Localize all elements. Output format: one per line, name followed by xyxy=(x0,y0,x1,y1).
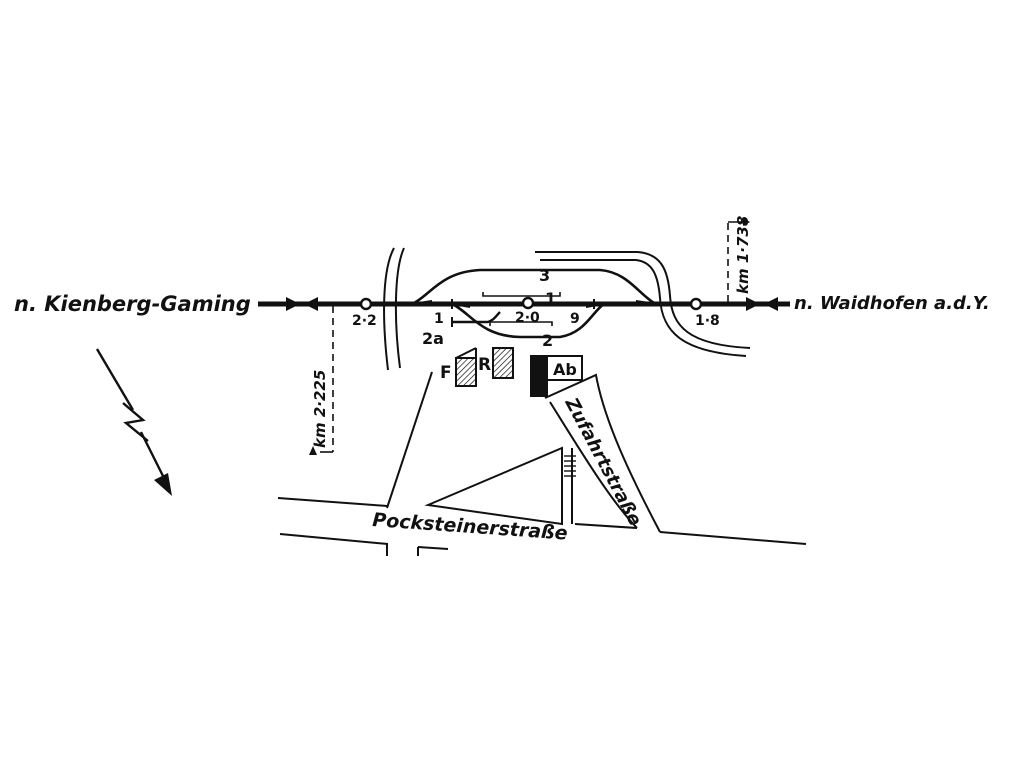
track-1-label: 1 xyxy=(545,289,556,308)
km-marker-east-line xyxy=(727,218,750,302)
road-main xyxy=(277,497,807,556)
road-access-east xyxy=(544,373,661,533)
building-freight-shed xyxy=(455,357,477,387)
main-line-west-arrows xyxy=(286,297,318,311)
direction-west-label: n. Kienberg-Gaming xyxy=(14,292,251,316)
track-2a-label: 2a xyxy=(422,329,444,348)
track-3-label: 3 xyxy=(539,266,550,285)
km-marker-east-label: km 1·738 xyxy=(734,216,752,294)
direction-east-label: n. Waidhofen a.d.Y. xyxy=(794,293,990,314)
building-ramp-label: R xyxy=(478,355,491,375)
stream-west xyxy=(383,247,405,371)
stream-east xyxy=(535,251,751,357)
platform-track-1 xyxy=(482,292,561,297)
road-triangle-island xyxy=(424,446,576,526)
signal-west-label: 2·2 xyxy=(352,313,377,329)
platform-track-2 xyxy=(489,321,553,326)
signal-east-label: 1·8 xyxy=(695,313,720,329)
track-2 xyxy=(451,302,605,339)
km-marker-west-label: km 2·225 xyxy=(311,370,329,448)
switch-1-label: 1 xyxy=(434,311,444,327)
building-station xyxy=(530,355,583,397)
north-arrow-icon xyxy=(95,348,172,496)
track-3 xyxy=(411,268,657,306)
building-station-label: Ab xyxy=(553,360,577,379)
track-ticks xyxy=(451,299,595,309)
signal-west xyxy=(359,297,373,311)
km-marker-west-arrow-icon xyxy=(309,446,317,455)
road-access-west-edge xyxy=(386,371,433,509)
building-freight-label: F xyxy=(440,363,452,383)
main-line-east-arrows xyxy=(746,297,778,311)
track-2a xyxy=(452,311,501,324)
signal-middle-label: 2·0 xyxy=(515,310,540,326)
signal-middle xyxy=(521,296,535,310)
street-main-label: Pocksteinerstraße xyxy=(372,509,569,545)
building-ramp xyxy=(455,347,514,386)
km-marker-west-line xyxy=(320,306,334,453)
track-2-label: 2 xyxy=(542,331,553,350)
switch-9-label: 9 xyxy=(570,311,580,327)
signal-east xyxy=(689,297,703,311)
